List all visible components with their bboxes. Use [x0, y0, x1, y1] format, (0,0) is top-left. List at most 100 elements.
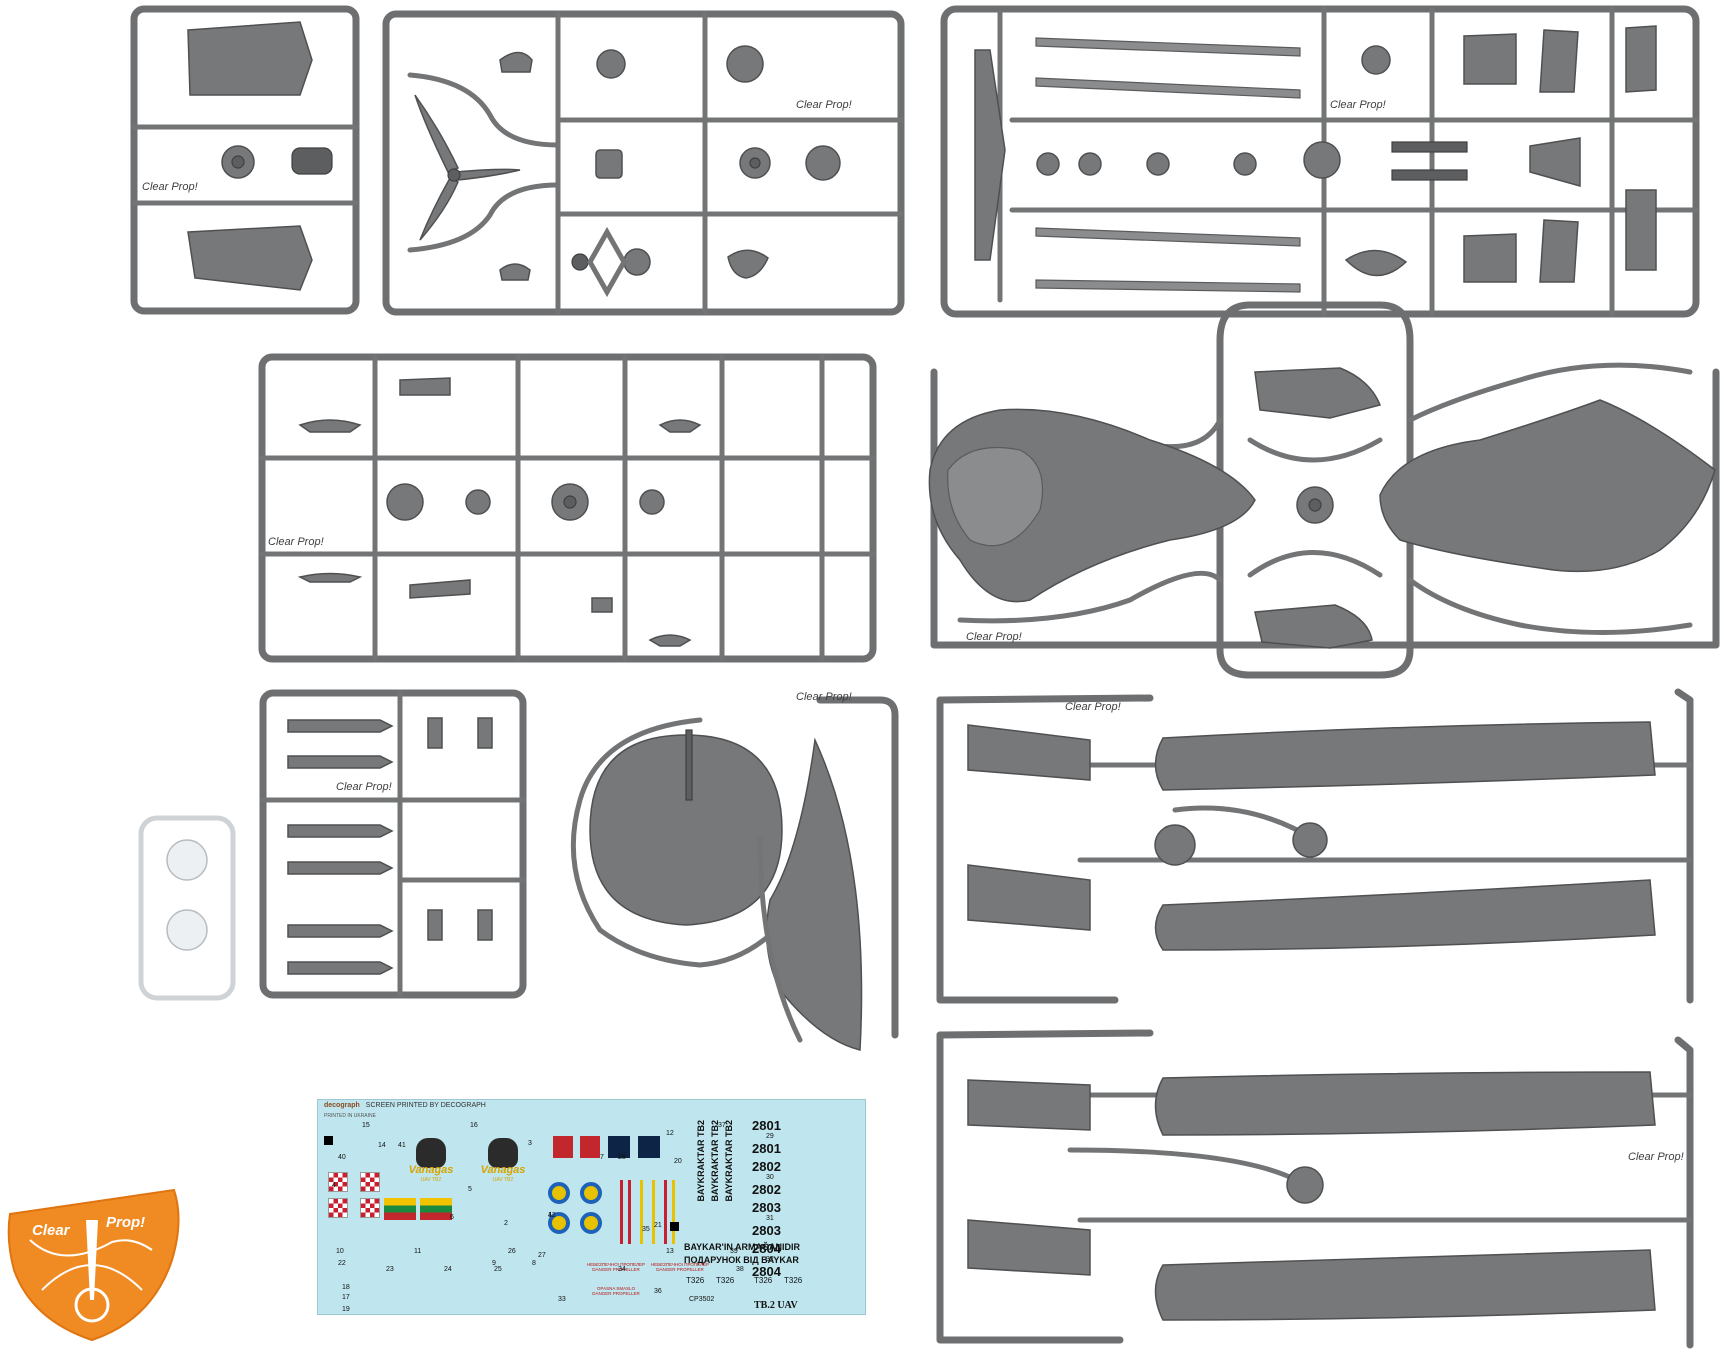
decal-number: 36 [654, 1288, 662, 1295]
decal-number: 18 [342, 1284, 350, 1291]
decal-number: 27 [538, 1252, 546, 1259]
sprue-tag-6: Clear Prop! [336, 781, 392, 793]
baykar-logo [638, 1136, 660, 1158]
decal-number: 38 [736, 1266, 744, 1273]
decal-number: 42 [548, 1212, 556, 1219]
decal-number: 4 [332, 1182, 336, 1189]
red-stripe [664, 1180, 667, 1244]
red-stripe [620, 1180, 623, 1244]
decal-number: 6 [450, 1214, 454, 1221]
serial-number-32: 32 [766, 1256, 774, 1263]
decal-number: 34 [618, 1266, 626, 1273]
serial-2802-a: 2802 [752, 1159, 781, 1174]
lithuania-coat-of-arms [553, 1136, 573, 1158]
serial-2803-b: 2803 [752, 1223, 781, 1238]
danger-label-1: НЕБЕЗПЕЧНО! ПРОПЕЛЕР DANGER PROPELLER [586, 1262, 646, 1272]
danger-line-6: DANGER PROPELLER [592, 1291, 640, 1296]
black-square-decal [670, 1222, 679, 1231]
serial-number-31: 31 [766, 1215, 774, 1222]
decal-number: 7 [600, 1154, 604, 1161]
decal-number: 24 [444, 1266, 452, 1273]
logo-text-clear: Clear [32, 1222, 70, 1239]
decal-number: 37 [718, 1122, 726, 1129]
decal-number: 40 [338, 1154, 346, 1161]
sprue-tag-5: Clear Prop! [966, 631, 1022, 643]
vanagas-sub-1: UAV TB2 [420, 1177, 442, 1183]
gift-text-ukrainian: ПОДАРУНОК ВІД BAYKAR [684, 1255, 799, 1265]
decal-number: 5 [468, 1186, 472, 1193]
danger-line-1: НЕБЕЗПЕЧНО! ПРОПЕЛЕР [586, 1262, 646, 1267]
decal-number: 15 [362, 1122, 370, 1129]
baykar-logo [608, 1136, 630, 1158]
serial-2802-b: 2802 [752, 1182, 781, 1197]
decal-number: 12 [666, 1130, 674, 1137]
danger-label-3: OPASNA SMASLO DANGER PROPELLER [586, 1286, 646, 1296]
serial-2803-a: 2803 [752, 1200, 781, 1215]
sprue-frame-9: Clear Prop! [936, 1029, 1694, 1349]
sprue-tag-1: Clear Prop! [142, 181, 198, 193]
decal-sheet: decograph SCREEN PRINTED BY DECOGRAPH PR… [317, 1099, 866, 1315]
decal-number: 41 [398, 1142, 406, 1149]
decal-number: 17 [342, 1294, 350, 1301]
vanagas-name-1: Vanagas [408, 1164, 454, 1176]
lithuania-flag [384, 1198, 416, 1220]
serial-number-30: 30 [766, 1174, 774, 1181]
decal-printer-line: SCREEN PRINTED BY DECOGRAPH [365, 1102, 486, 1109]
lithuania-flag [420, 1198, 452, 1220]
danger-line-3: НЕБЕЗПЕЧНО! ПРОПЕЛЕР [650, 1262, 710, 1267]
vanagas-sub-2: UAV TB2 [492, 1177, 514, 1183]
sprue-tag-2: Clear Prop! [796, 99, 852, 111]
sprue-frame-4: Clear Prop! [258, 353, 877, 663]
decal-origin: PRINTED IN UKRAINE [324, 1113, 376, 1119]
ukraine-roundel [580, 1182, 602, 1204]
serial-2801-a: 2801 [752, 1118, 781, 1133]
sprue-frame-3: Clear Prop! [940, 5, 1700, 318]
yellow-stripe [672, 1180, 675, 1244]
tb2-label-1: BAYKRAKTAR TB2 [696, 1120, 706, 1202]
ukraine-roundel [548, 1182, 570, 1204]
decal-number: 13 [666, 1248, 674, 1255]
decal-number: 3 [528, 1140, 532, 1147]
sprue-frame-2: Clear Prop! [382, 10, 905, 316]
decal-number: 16 [470, 1122, 478, 1129]
tb2-label-2: BAYKRAKTAR TB2 [710, 1120, 720, 1202]
sprue-tag-4: Clear Prop! [268, 536, 324, 548]
danger-line-5: OPASNA SMASLO [596, 1286, 636, 1291]
lithuania-coat-of-arms [580, 1136, 600, 1158]
decal-number: 14 [378, 1142, 386, 1149]
serial-2801-b: 2801 [752, 1141, 781, 1156]
clear-sprue [138, 815, 236, 1001]
decal-number: 35 [642, 1226, 650, 1233]
black-square-decal [324, 1136, 333, 1145]
serial-number-29: 29 [766, 1133, 774, 1140]
decal-number: 25 [494, 1266, 502, 1273]
sprue-tag-3: Clear Prop! [1330, 99, 1386, 111]
danger-label-2: НЕБЕЗПЕЧНО! ПРОПЕЛЕР DANGER PROPELLER [650, 1262, 710, 1272]
decal-number: 1 [548, 1212, 552, 1219]
decal-brand: decograph [324, 1102, 360, 1109]
decal-number: 19 [342, 1306, 350, 1313]
checker-marking [328, 1198, 348, 1218]
danger-line-2: DANGER PROPELLER [592, 1267, 640, 1272]
sprue-frame-6: Clear Prop! [259, 689, 527, 999]
decal-number: 21 [654, 1222, 662, 1229]
decal-number: 9 [492, 1260, 496, 1267]
product-code: CP3502 [689, 1296, 715, 1303]
gift-text-turkish: BAYKAR'IN ARMAĞANIDIR [684, 1242, 800, 1252]
clear-prop-logo: Clear Prop! [2, 1180, 182, 1350]
decal-number: 39 [730, 1248, 738, 1255]
t326-3: T326 [754, 1276, 773, 1285]
decal-number: 8 [532, 1260, 536, 1267]
danger-line-4: DANGER PROPELLER [656, 1267, 704, 1272]
decal-number: 26 [508, 1248, 516, 1255]
decal-number: 2 [504, 1220, 508, 1227]
vanagas-emblem-2: Vanagas UAV TB2 [478, 1136, 528, 1184]
t326-4: T326 [784, 1276, 803, 1285]
checker-marking [360, 1172, 380, 1192]
decal-number: 20 [674, 1158, 682, 1165]
red-stripe [628, 1180, 631, 1244]
yellow-stripe [652, 1180, 655, 1244]
decal-number: 22 [338, 1260, 346, 1267]
checker-marking [328, 1172, 348, 1192]
t326-2: T326 [716, 1276, 735, 1285]
